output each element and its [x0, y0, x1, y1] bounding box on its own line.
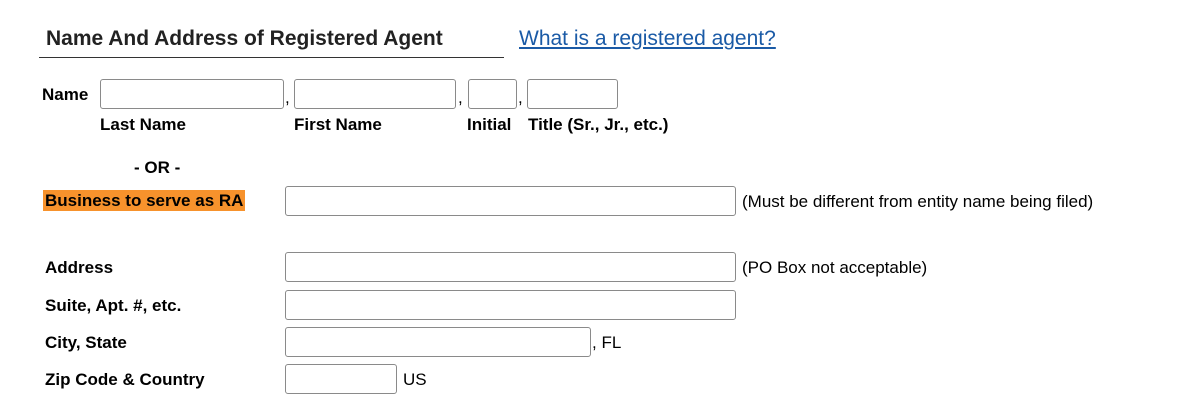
- section-title: Name And Address of Registered Agent: [46, 27, 443, 50]
- zip-code-input[interactable]: [285, 364, 397, 394]
- title-suffix-input[interactable]: [527, 79, 618, 109]
- country-text: US: [403, 370, 427, 389]
- comma-separator: ,: [285, 88, 290, 107]
- zip-country-label: Zip Code & Country: [45, 370, 205, 389]
- title-suffix-label: Title (Sr., Jr., etc.): [528, 115, 669, 134]
- title-underline: [39, 57, 504, 58]
- last-name-input[interactable]: [100, 79, 284, 109]
- address-label: Address: [45, 258, 114, 277]
- city-input[interactable]: [285, 327, 591, 357]
- state-suffix: , FL: [592, 333, 622, 352]
- comma-separator: ,: [458, 88, 463, 107]
- business-ra-note: (Must be different from entity name bein…: [742, 192, 1094, 211]
- initial-label: Initial: [467, 115, 512, 134]
- last-name-label: Last Name: [100, 115, 186, 134]
- address-input[interactable]: [285, 252, 736, 282]
- name-label: Name: [42, 85, 89, 104]
- first-name-label: First Name: [294, 115, 382, 134]
- suite-input[interactable]: [285, 290, 736, 320]
- registered-agent-help-link[interactable]: What is a registered agent?: [519, 27, 776, 50]
- business-ra-input[interactable]: [285, 186, 736, 216]
- business-ra-label: Business to serve as RA: [43, 190, 246, 211]
- city-state-label: City, State: [45, 333, 127, 352]
- address-note: (PO Box not acceptable): [742, 258, 928, 277]
- suite-label: Suite, Apt. #, etc.: [45, 296, 182, 315]
- initial-input[interactable]: [468, 79, 517, 109]
- comma-separator: ,: [518, 88, 523, 107]
- first-name-input[interactable]: [294, 79, 456, 109]
- or-divider: - OR -: [134, 158, 181, 177]
